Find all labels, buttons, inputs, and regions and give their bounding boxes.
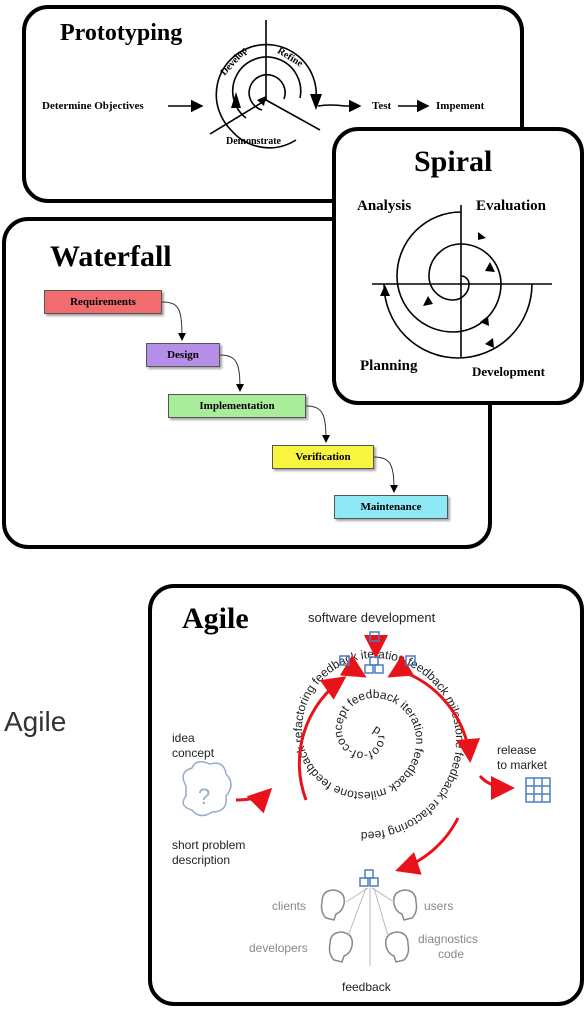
agile-side-label: Agile <box>4 706 67 737</box>
feedback-label: feedback <box>342 980 391 994</box>
software-development-label: software development <box>308 610 436 625</box>
concept-label: concept <box>172 746 215 760</box>
spiral-development-label: Development <box>472 364 545 379</box>
waterfall-step-verification: Verification <box>272 445 374 469</box>
code-label: code <box>438 947 465 961</box>
prototyping-title: Prototyping <box>60 20 183 46</box>
spiral-title: Spiral <box>414 145 493 178</box>
waterfall-step-design: Design <box>146 343 220 367</box>
demonstrate-label: Demonstrate <box>226 136 281 147</box>
waterfall-step-requirements: Requirements <box>44 290 162 314</box>
waterfall-step-label: Implementation <box>199 400 275 412</box>
waterfall-step-label: Design <box>167 349 199 361</box>
short-problem-label: short problem <box>172 838 246 852</box>
waterfall-step-label: Maintenance <box>360 501 422 513</box>
users-label: users <box>424 899 454 913</box>
spiral-analysis-label: Analysis <box>357 198 412 214</box>
clients-label: clients <box>272 899 307 913</box>
waterfall-step-implementation: Implementation <box>168 394 306 418</box>
agile-title: Agile <box>182 602 249 635</box>
waterfall-title: Waterfall <box>50 240 172 273</box>
idea-label: idea <box>172 731 195 745</box>
waterfall-step-label: Requirements <box>70 296 136 308</box>
determine-objectives-label: Determine Objectives <box>42 100 144 112</box>
release-label: release <box>497 743 537 757</box>
spiral-evaluation-label: Evaluation <box>476 198 547 214</box>
waterfall-step-label: Verification <box>295 451 351 463</box>
description-label: description <box>172 853 231 867</box>
implement-label: Impement <box>436 100 485 112</box>
spiral-planning-label: Planning <box>360 358 418 374</box>
developers-label: developers <box>249 941 308 955</box>
agile-card <box>148 584 584 1006</box>
to-market-label: to market <box>497 758 548 772</box>
test-label: Test <box>372 100 392 112</box>
waterfall-step-maintenance: Maintenance <box>334 495 448 519</box>
diagnostics-label: diagnostics <box>418 932 479 946</box>
